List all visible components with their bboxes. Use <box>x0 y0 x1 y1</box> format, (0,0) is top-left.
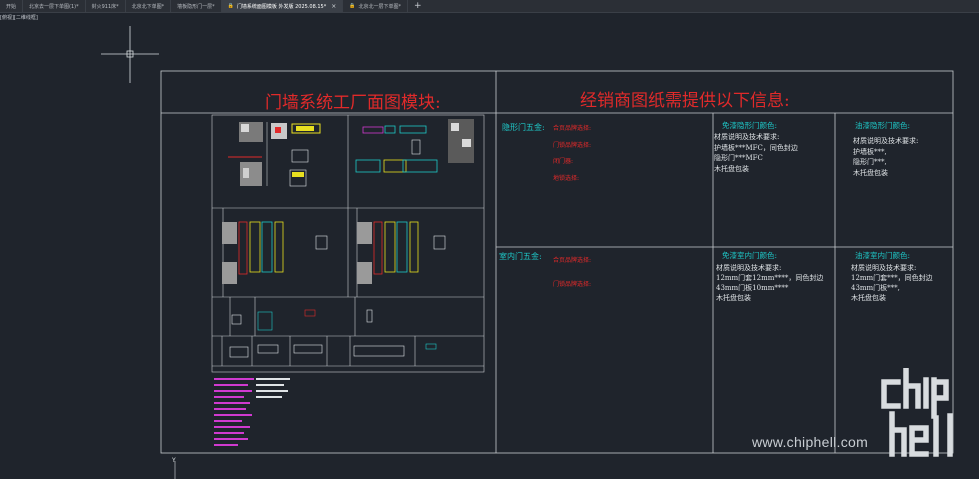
oil-paint-hidden-line-3: 隐形门***, <box>853 157 887 166</box>
indoor-hinge-brand: 合页品牌选择: <box>553 256 591 264</box>
paint-free-indoor-line-3: 43mm门板10mm**** <box>716 283 789 292</box>
tab-label: 门墙系统面图模板 外发版 2025.08.15* <box>236 3 327 10</box>
watermark-text: www.chiphell.com <box>752 434 869 450</box>
tab-label: 墙板隐形门一层* <box>177 3 215 10</box>
lock-icon: 🔒 <box>227 3 234 9</box>
oil-paint-hidden-line-1: 材质说明及技术要求: <box>853 136 918 145</box>
viewport-controls-label[interactable]: [俯视][二维线框] <box>0 15 38 21</box>
drawing-canvas[interactable]: Y 门墙系统工厂面图模块: 经销商图纸需提供以下信息: 隐形门五金: 合页品牌选… <box>0 22 979 479</box>
ucs-y-label: Y <box>171 457 176 464</box>
document-tab[interactable]: 北京去一层下单图(1)* <box>23 0 86 12</box>
oil-paint-hidden-line-4: 木托盘包装 <box>853 168 888 177</box>
paint-free-hidden-line-4: 木托盘包装 <box>714 164 749 173</box>
paint-free-indoor-heading: 免漆室内门颜色: <box>722 250 777 260</box>
hidden-hinge-brand: 合页品牌选择: <box>553 124 591 132</box>
oil-paint-hidden-heading: 油漆隐形门颜色: <box>855 120 910 130</box>
close-tab-icon[interactable]: × <box>331 2 337 10</box>
left-section-title: 门墙系统工厂面图模块: <box>265 93 441 113</box>
indoor-door-hardware-heading: 室内门五金: <box>499 251 542 261</box>
chiphell-logo <box>881 368 953 457</box>
oil-paint-hidden-line-2: 护墙板***, <box>853 147 887 156</box>
oil-paint-indoor-heading: 油漆室内门颜色: <box>855 250 910 260</box>
right-section-title: 经销商图纸需提供以下信息: <box>580 91 790 111</box>
hidden-door-hardware-heading: 隐形门五金: <box>502 122 545 132</box>
document-tab[interactable]: 开始 <box>0 0 24 12</box>
document-tab[interactable]: 北京北下单图* <box>126 0 172 12</box>
hidden-lock-brand: 门锁品牌选择: <box>553 141 591 149</box>
hidden-floor-lock: 地锁选择: <box>553 174 579 182</box>
oil-paint-indoor-line-1: 材质说明及技术要求: <box>851 263 916 272</box>
document-tab[interactable]: 🔒北京北一层下单图* <box>343 0 409 12</box>
indoor-lock-brand: 门锁品牌选择: <box>553 280 591 288</box>
sheet-detail-marks <box>214 119 474 446</box>
document-tab[interactable]: 🔒门墙系统面图模板 外发版 2025.08.15* × <box>221 0 344 12</box>
tab-label: 开始 <box>6 3 17 10</box>
document-tab[interactable]: 墙板隐形门一层* <box>171 0 222 12</box>
tab-label: 北京北一层下单图* <box>358 3 402 10</box>
paint-free-hidden-heading: 免漆隐形门颜色: <box>722 120 777 130</box>
paint-free-indoor-line-2: 12mm门套12mm****，同色封边 <box>716 273 823 282</box>
factory-drawing-sheet <box>211 114 485 373</box>
paint-free-hidden-line-2: 护墙板***MFC，同色封边 <box>714 143 798 152</box>
tab-label: 封火911床* <box>91 3 119 10</box>
crosshair-cursor <box>101 26 159 83</box>
paint-free-indoor-line-1: 材质说明及技术要求: <box>716 263 781 272</box>
lock-icon: 🔒 <box>349 3 356 9</box>
oil-paint-indoor-line-3: 43mm门板***, <box>851 283 900 292</box>
paint-free-hidden-line-1: 材质说明及技术要求: <box>714 132 779 141</box>
tab-label: 北京去一层下单图(1)* <box>29 3 79 10</box>
tab-label: 北京北下单图* <box>131 3 165 10</box>
paint-free-indoor-line-4: 木托盘包装 <box>716 293 751 302</box>
hidden-door-closer: 闭门器: <box>553 157 573 165</box>
new-tab-button[interactable]: + <box>414 1 422 11</box>
oil-paint-indoor-line-2: 12mm门套***，同色封边 <box>851 273 933 282</box>
document-tab[interactable]: 封火911床* <box>86 0 126 12</box>
paint-free-hidden-line-3: 隐形门***MFC <box>714 153 763 162</box>
oil-paint-indoor-line-4: 木托盘包装 <box>851 293 886 302</box>
document-tab-bar: 开始北京去一层下单图(1)*封火911床*北京北下单图*墙板隐形门一层*🔒门墙系… <box>0 0 979 13</box>
drawing-frame <box>160 70 954 454</box>
